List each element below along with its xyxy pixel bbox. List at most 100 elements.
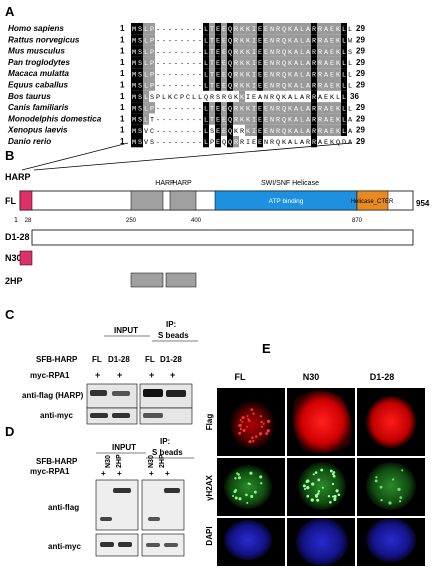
nucleus [296, 518, 348, 566]
alignment-shade [227, 34, 233, 46]
alignment-shade [317, 34, 323, 46]
alignment-residue: - [198, 71, 202, 79]
blot-d-input-flag-membrane [95, 479, 139, 531]
alignment-residue: I [252, 49, 256, 57]
alignment-residue: C [186, 94, 190, 102]
alignment-residue: K [288, 60, 293, 68]
alignment-residue: E [222, 117, 226, 125]
alignment-residue: E [216, 38, 220, 46]
alignment-residue: - [186, 49, 190, 57]
alignment-shade [209, 23, 215, 35]
alignment-residue: E [222, 105, 226, 113]
alignment-residue: A [324, 38, 329, 46]
alignment-residue: - [168, 139, 172, 147]
alignment-residue: L [204, 71, 208, 79]
alignment-residue: R [276, 38, 280, 46]
alignment-shade [137, 113, 143, 125]
alignment-residue: L [198, 94, 202, 102]
alignment-shade [275, 102, 281, 114]
alignment-shade [341, 102, 347, 114]
nuclear-focus [252, 440, 255, 443]
alignment-residue: A [294, 71, 299, 79]
alignment-residue: E [264, 49, 268, 57]
alignment-residue: - [180, 49, 184, 57]
alignment-residue: A [324, 26, 329, 34]
alignment-residue: - [186, 71, 190, 79]
alignment-residue: S [138, 71, 142, 79]
alignment-residue: N [270, 128, 274, 136]
alignment-residue: R [210, 94, 214, 102]
alignment-shade [143, 113, 149, 125]
alignment-residue: L [342, 60, 346, 68]
alignment-residue: - [162, 38, 166, 46]
alignment-shade [323, 34, 329, 46]
alignment-residue: P [150, 49, 154, 57]
blot-d-plus-1: + [101, 469, 106, 478]
alignment-residue: A [306, 105, 311, 113]
alignment-shade [245, 124, 251, 136]
alignment-shade [281, 68, 287, 80]
alignment-shade [203, 45, 209, 57]
alignment-shade [287, 68, 293, 80]
alignment-residue: P [150, 60, 154, 68]
alignment-shade [245, 34, 251, 46]
blot-d-band [113, 488, 131, 493]
alignment-shade [293, 34, 299, 46]
alignment-residue: - [192, 105, 196, 113]
alignment-residue: N [270, 71, 274, 79]
nuclear-focus [306, 486, 310, 490]
alignment-shade [227, 45, 233, 57]
alignment-residue: K [288, 83, 293, 91]
blot-d-beads-label: S beads [152, 448, 183, 457]
nuclear-focus [238, 423, 242, 427]
alignment-start: 1 [120, 126, 125, 135]
alignment-shade [293, 102, 299, 114]
blot-d-band [164, 488, 180, 493]
alignment-residue: L [204, 60, 208, 68]
alignment-shade [239, 68, 245, 80]
alignment-shade [317, 79, 323, 91]
alignment-shade [269, 124, 275, 136]
panel-label-b: B [5, 148, 14, 163]
blot-d-anti-flag-label: anti-flag [48, 503, 79, 512]
alignment-shade [215, 113, 221, 125]
alignment-residue: - [174, 71, 178, 79]
alignment-residue: N [270, 60, 274, 68]
alignment-shade [137, 68, 143, 80]
alignment-shade [131, 113, 137, 125]
alignment-residue: E [330, 117, 334, 125]
alignment-residue: R [318, 38, 322, 46]
alignment-shade [245, 56, 251, 69]
alignment-start: 1 [120, 58, 125, 67]
alignment-residue: K [240, 105, 245, 113]
micro-col-d1-28: D1-28 [370, 372, 395, 382]
alignment-residue: S [138, 83, 142, 91]
alignment-residue: I [252, 26, 256, 34]
alignment-residue: K [240, 117, 245, 125]
alignment-residue: - [168, 26, 172, 34]
alignment-residue: E [216, 83, 220, 91]
alignment-residue: A [294, 117, 299, 125]
alignment-residue: Q [228, 60, 232, 68]
alignment-shade [293, 124, 299, 136]
alignment-residue: R [318, 26, 322, 34]
alignment-residue: R [318, 71, 322, 79]
harp-domain-label-1: HARP [155, 180, 175, 187]
nuclear-focus [262, 422, 265, 425]
alignment-start: 1 [120, 47, 125, 56]
alignment-shade [221, 102, 227, 114]
alignment-shade [269, 102, 275, 114]
alignment-residue: L [144, 94, 148, 102]
nuclear-focus [397, 487, 401, 492]
alignment-shade [221, 124, 227, 136]
alignment-residue: I [246, 139, 250, 147]
construct-n30-bar [19, 250, 33, 266]
alignment-residue: E [222, 38, 226, 46]
alignment-shade [299, 124, 305, 136]
nuclear-focus [241, 420, 244, 423]
alignment-residue: N [264, 139, 268, 147]
alignment-residue: T [210, 105, 214, 113]
nuclear-focus [249, 471, 253, 475]
alignment-shade [233, 136, 239, 148]
alignment-residue: - [192, 26, 196, 34]
